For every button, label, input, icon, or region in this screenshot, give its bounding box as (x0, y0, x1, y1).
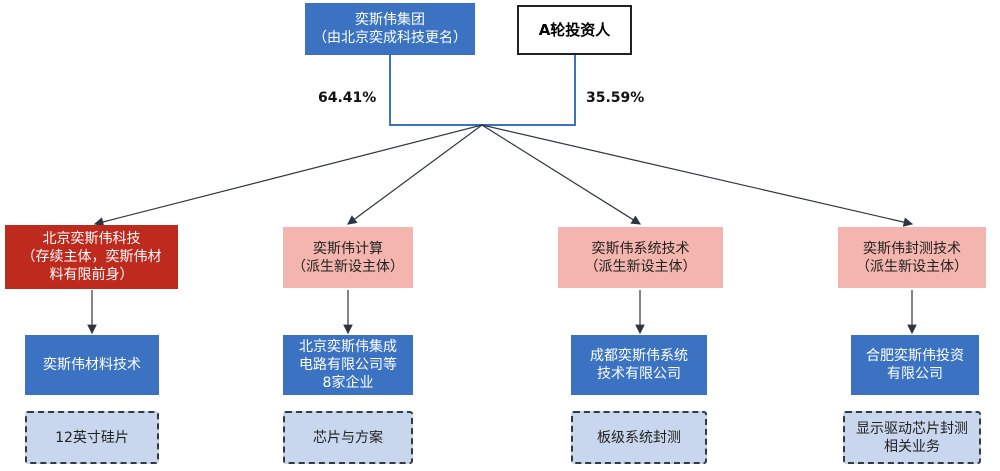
entity-box-4: 奕斯伟封测技术 （派生新设主体） (838, 227, 986, 288)
investor-box: A轮投资人 (517, 5, 632, 55)
parent-group-box: 奕斯伟集团 （由北京奕成科技更名） (305, 3, 475, 55)
subsidiary-box-2: 北京奕斯伟集成 电路有限公司等 8家企业 (283, 335, 413, 395)
ownership-bracket (389, 55, 576, 126)
business-box-2: 芯片与方案 (283, 411, 413, 464)
subsidiary-box-1: 奕斯伟材料技术 (25, 335, 159, 395)
split-line-1 (93, 124, 483, 227)
pct-left-label: 64.41% (318, 90, 377, 106)
subsidiary-box-3: 成都奕斯伟系统 技术有限公司 (571, 335, 707, 395)
business-box-1: 12英寸硅片 (25, 411, 159, 464)
pct-right-label: 35.59% (586, 90, 645, 106)
split-line-4 (481, 124, 914, 227)
split-line-2 (347, 124, 483, 225)
entity-box-2: 奕斯伟计算 （派生新设主体） (283, 227, 413, 288)
business-box-3: 板级系统封测 (571, 411, 707, 464)
entity-box-3: 奕斯伟系统技术 （派生新设主体） (558, 227, 723, 288)
business-box-4: 显示驱动芯片封测 相关业务 (843, 411, 981, 464)
entity-box-1: 北京奕斯伟科技 （存续主体，奕斯伟材 料有限前身） (5, 225, 178, 289)
split-line-3 (481, 124, 642, 225)
subsidiary-box-4: 合肥奕斯伟投资 有限公司 (851, 335, 979, 395)
